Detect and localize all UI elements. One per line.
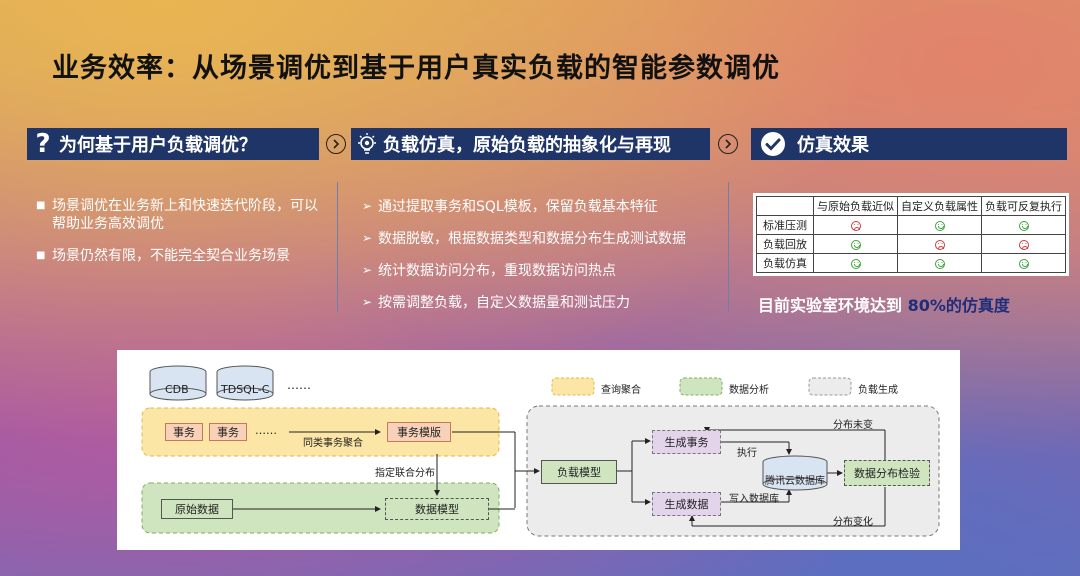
tencent-db-label: 腾讯云数据库: [765, 476, 825, 487]
legend-label: 数据分析: [729, 385, 769, 396]
section-title: 负载仿真，原始负载的抽象化与再现: [383, 135, 671, 156]
sad-face-icon: [1018, 239, 1029, 250]
write-db-label: 写入数据库: [729, 494, 779, 505]
diagram-connectors: [141, 365, 940, 537]
db-ellipsis: ……: [287, 378, 311, 392]
row-label: 标准压测: [756, 215, 814, 235]
simulation-summary: 目前实验室环境达到 80%的仿真度: [758, 296, 1010, 315]
section-title: 仿真效果: [797, 135, 869, 156]
database-icon: [762, 455, 828, 491]
lightbulb-gear-icon: [351, 132, 383, 156]
smile-face-icon: [934, 220, 945, 231]
chevron-right-icon: [718, 134, 738, 154]
dist-check-box: 数据分布检验: [844, 460, 930, 486]
divider: [337, 182, 338, 312]
legend-label: 负载生成: [858, 385, 898, 396]
gen-txn-box: 生成事务: [652, 430, 721, 454]
db-label-tdsql: TDSQL-C: [221, 383, 270, 396]
gen-data-box: 生成数据: [652, 492, 721, 516]
txn-box: 事务: [165, 423, 203, 441]
database-icon: [149, 365, 207, 401]
section-header-why: ? 为何基于用户负载调优？: [27, 128, 319, 160]
effect-table-wrapper: 与原始负载近似 自定义负载属性 负载可反复执行 标准压测 负载回放 负载仿真: [753, 193, 1069, 276]
table-header-cell: 负载可反复执行: [981, 196, 1066, 216]
section-header-effect: 仿真效果: [751, 128, 1067, 160]
smile-face-icon: [1018, 258, 1029, 269]
legend-label: 查询聚合: [601, 385, 641, 396]
txn-ellipsis: ……: [255, 424, 277, 437]
smile-face-icon: [934, 258, 945, 269]
table-header-row: 与原始负载近似 自定义负载属性 负载可反复执行: [756, 196, 1066, 216]
middle-bullet-list: ➢通过提取事务和SQL模板，保留负载基本特征 ➢数据脱敏，根据数据类型和数据分布…: [362, 197, 686, 325]
list-item: ■场景调优在业务新上和快速迭代阶段，可以帮助业务高效调优: [36, 198, 318, 232]
data-model-box: 数据模型: [385, 498, 489, 520]
divider: [728, 182, 729, 312]
raw-data-box: 原始数据: [161, 499, 233, 519]
list-item: ➢通过提取事务和SQL模板，保留负载基本特征: [362, 199, 658, 215]
dist-same-label: 分布未变: [833, 420, 873, 431]
section-title: 为何基于用户负载调优？: [59, 135, 257, 156]
left-bullet-list: ■场景调优在业务新上和快速迭代阶段，可以帮助业务高效调优 ■场景仍然有限，不能完…: [36, 197, 320, 279]
chevron-right-icon: [326, 134, 346, 154]
table-row: 标准压测: [756, 215, 1066, 235]
sad-face-icon: [850, 220, 861, 231]
smile-face-icon: [1018, 220, 1029, 231]
question-icon: ?: [35, 129, 51, 159]
dist-changed-label: 分布变化: [833, 517, 873, 528]
table-header-cell: 自定义负载属性: [897, 196, 982, 216]
txn-box: 事务: [209, 423, 247, 441]
execute-label: 执行: [737, 448, 757, 459]
db-label-cdb: CDB: [165, 383, 189, 396]
database-icon: [216, 365, 274, 401]
same-txn-aggregation-label: 同类事务聚合: [303, 438, 363, 449]
smile-face-icon: [850, 258, 861, 269]
row-label: 负载回放: [756, 234, 814, 254]
table-header-cell: [756, 196, 814, 216]
smile-face-icon: [850, 239, 861, 250]
architecture-diagram: CDB TDSQL-C …… 查询聚合 数据分析 负载生成 事务 事务 …… 同…: [117, 350, 960, 550]
list-item: ➢数据脱敏，根据数据类型和数据分布生成测试数据: [362, 231, 686, 247]
load-model-box: 负载模型: [541, 460, 617, 484]
sad-face-icon: [934, 239, 945, 250]
list-item: ➢统计数据访问分布，重现数据访问热点: [362, 263, 616, 279]
summary-highlight: 80%的仿真度: [907, 296, 1010, 315]
list-item: ➢按需调整负载，自定义数据量和测试压力: [362, 295, 630, 311]
joint-dist-label: 指定联合分布: [375, 468, 435, 479]
page-title: 业务效率：从场景调优到基于用户真实负载的智能参数调优: [52, 53, 780, 84]
table-row: 负载回放: [756, 234, 1066, 254]
check-circle-icon: [757, 131, 789, 157]
txn-template-box: 事务模版: [387, 422, 451, 442]
row-label: 负载仿真: [756, 253, 814, 273]
table-header-cell: 与原始负载近似: [813, 196, 898, 216]
list-item: ■场景仍然有限，不能完全契合业务场景: [36, 248, 290, 264]
table-row: 负载仿真: [756, 253, 1066, 273]
effect-table: 与原始负载近似 自定义负载属性 负载可反复执行 标准压测 负载回放 负载仿真: [756, 196, 1066, 273]
section-header-simulation: 负载仿真，原始负载的抽象化与再现: [351, 128, 710, 160]
